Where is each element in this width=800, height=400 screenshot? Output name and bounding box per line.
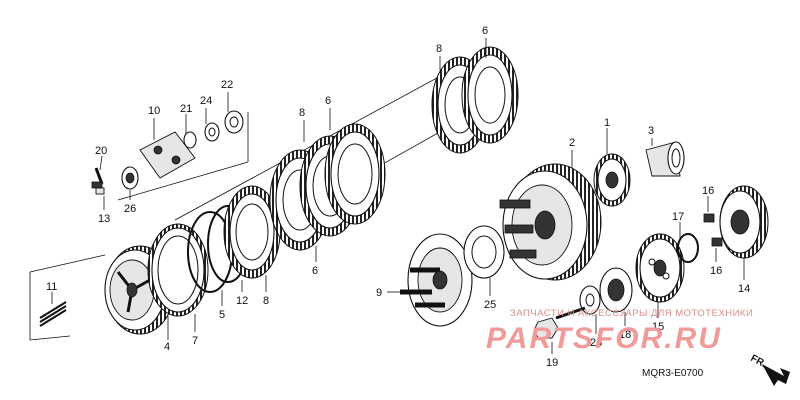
watermark-subtitle: ЗАПЧАСТИ И АКСЕССУАРЫ ДЛЯ МОТОТЕХНИКИ (510, 308, 753, 319)
part-label-4: 4 (164, 341, 170, 353)
oil-pump-driven-plate (635, 233, 685, 303)
part-label-16-upper: 16 (702, 185, 714, 197)
part-label-6-upper: 6 (482, 25, 488, 37)
oil-pump-drive-sprocket (593, 153, 631, 207)
part-label-2: 2 (569, 137, 575, 149)
pressure-plate (400, 233, 473, 327)
bolt-20 (91, 167, 104, 189)
washer-24 (204, 122, 220, 142)
thrust-washer-25 (463, 225, 505, 279)
part-label-1: 1 (604, 117, 610, 129)
ring-17 (677, 233, 699, 263)
leader-lines (51, 38, 745, 354)
collar-3 (645, 141, 685, 177)
part-label-19: 19 (546, 357, 558, 369)
part-label-8-middle: 8 (299, 107, 305, 119)
part-label-24: 24 (200, 95, 212, 107)
part-label-25: 25 (484, 299, 496, 311)
part-label-20: 20 (95, 145, 107, 157)
part-label-21: 21 (180, 103, 192, 115)
part-label-23: 23 (590, 337, 602, 349)
clutch-center-hub (499, 163, 602, 281)
watermark: ЗАПЧАСТИ И АКСЕССУАРЫ ДЛЯ МОТОТЕХНИКИ PA… (486, 308, 753, 355)
part-label-14: 14 (738, 283, 750, 295)
diagram-code: MQR3-E0700 (642, 368, 704, 379)
bolt-13 (95, 187, 105, 195)
clutch-disc-stack-upper (431, 46, 519, 154)
lifter-plate (139, 131, 196, 179)
washer-22 (224, 110, 244, 134)
part-label-8-upper: 8 (436, 43, 442, 55)
part-label-7: 7 (192, 335, 198, 347)
part-label-10: 10 (148, 105, 160, 117)
clutch-disc-stack-middle (269, 123, 386, 251)
primary-driven-gear (719, 185, 769, 259)
part-label-3: 3 (648, 125, 654, 137)
part-number-labels: 4 7 5 12 8 6 8 6 8 6 2 1 3 9 25 19 23 18… (46, 25, 750, 369)
part-label-17: 17 (672, 211, 684, 223)
part-label-12: 12 (236, 295, 248, 307)
front-arrow-icon (762, 364, 790, 386)
damper-springs (703, 213, 723, 247)
part-label-16-lower: 16 (710, 265, 722, 277)
friction-disc-lower (223, 185, 281, 279)
watermark-brand: PARTSFOR.RU (486, 322, 722, 355)
part-label-13: 13 (98, 213, 110, 225)
part-label-18: 18 (619, 329, 631, 341)
clutch-plate-7 (147, 223, 209, 317)
part-label-6-lower: 6 (312, 265, 318, 277)
part-label-15: 15 (652, 321, 664, 333)
front-direction-indicator: FR. (749, 353, 790, 386)
part-label-5: 5 (219, 309, 225, 321)
washer-18 (599, 267, 633, 313)
part-label-8-lower: 8 (263, 295, 269, 307)
lock-nut-19 (533, 306, 586, 339)
washer-21 (183, 131, 197, 149)
part-label-11: 11 (46, 281, 57, 293)
part-label-9: 9 (376, 287, 382, 299)
part-label-6-middle: 6 (325, 95, 331, 107)
clutch-spring (39, 301, 67, 327)
part-label-26: 26 (124, 203, 136, 215)
bearing-26 (121, 166, 139, 190)
part-label-22: 22 (221, 79, 233, 91)
lock-washer-23 (579, 285, 601, 315)
